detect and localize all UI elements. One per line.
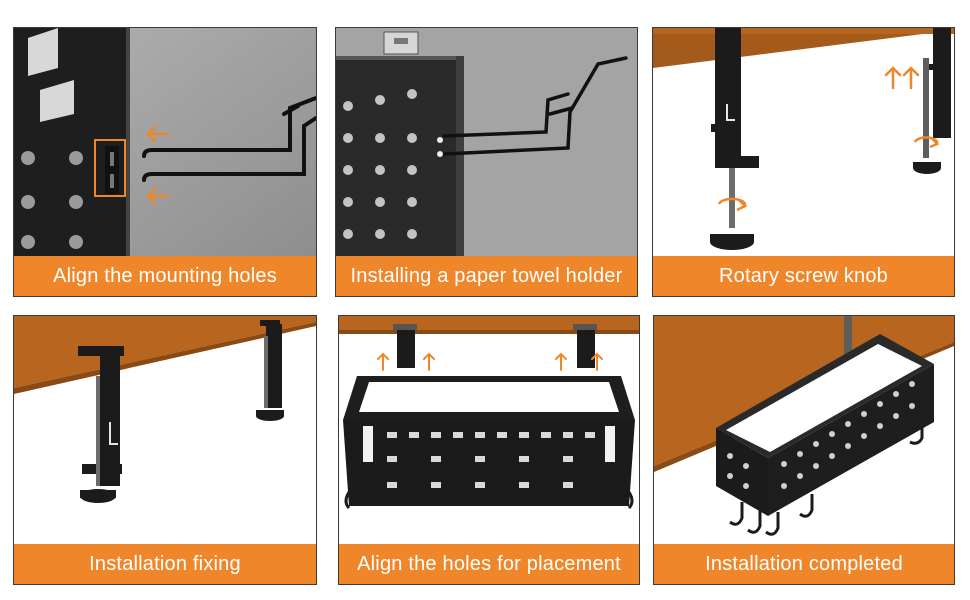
step-caption: Installing a paper towel holder — [336, 256, 637, 296]
completed-basket-illustration — [654, 316, 954, 544]
step-panel-installation-fixing: Installation fixing — [13, 315, 317, 585]
step-panel-align-holes-placement: Align the holes for placement — [338, 315, 640, 585]
clamp-fixing-illustration — [14, 316, 316, 544]
step-caption: Align the mounting holes — [14, 256, 316, 296]
step-panel-align-mounting-holes: Align the mounting holes — [13, 27, 317, 297]
arrow-up-icon — [377, 352, 603, 371]
step-caption: Align the holes for placement — [339, 544, 639, 584]
arrow-up-icon — [884, 66, 920, 90]
step-panel-install-towel-holder: Installing a paper towel holder — [335, 27, 638, 297]
arrow-left-icon — [146, 125, 170, 143]
step-caption: Installation fixing — [14, 544, 316, 584]
step-caption: Rotary screw knob — [653, 256, 954, 296]
arrow-left-icon — [146, 187, 170, 205]
mounting-holes-illustration — [14, 28, 316, 256]
step-panel-rotary-screw-knob: Rotary screw knob — [652, 27, 955, 297]
rotate-icon — [717, 197, 748, 212]
step-caption: Installation completed — [654, 544, 954, 584]
towel-holder-illustration — [336, 28, 637, 256]
rotate-icon — [913, 136, 940, 149]
step-panel-installation-completed: Installation completed — [653, 315, 955, 585]
screw-knob-illustration — [653, 28, 954, 256]
basket-placement-illustration — [339, 316, 639, 544]
